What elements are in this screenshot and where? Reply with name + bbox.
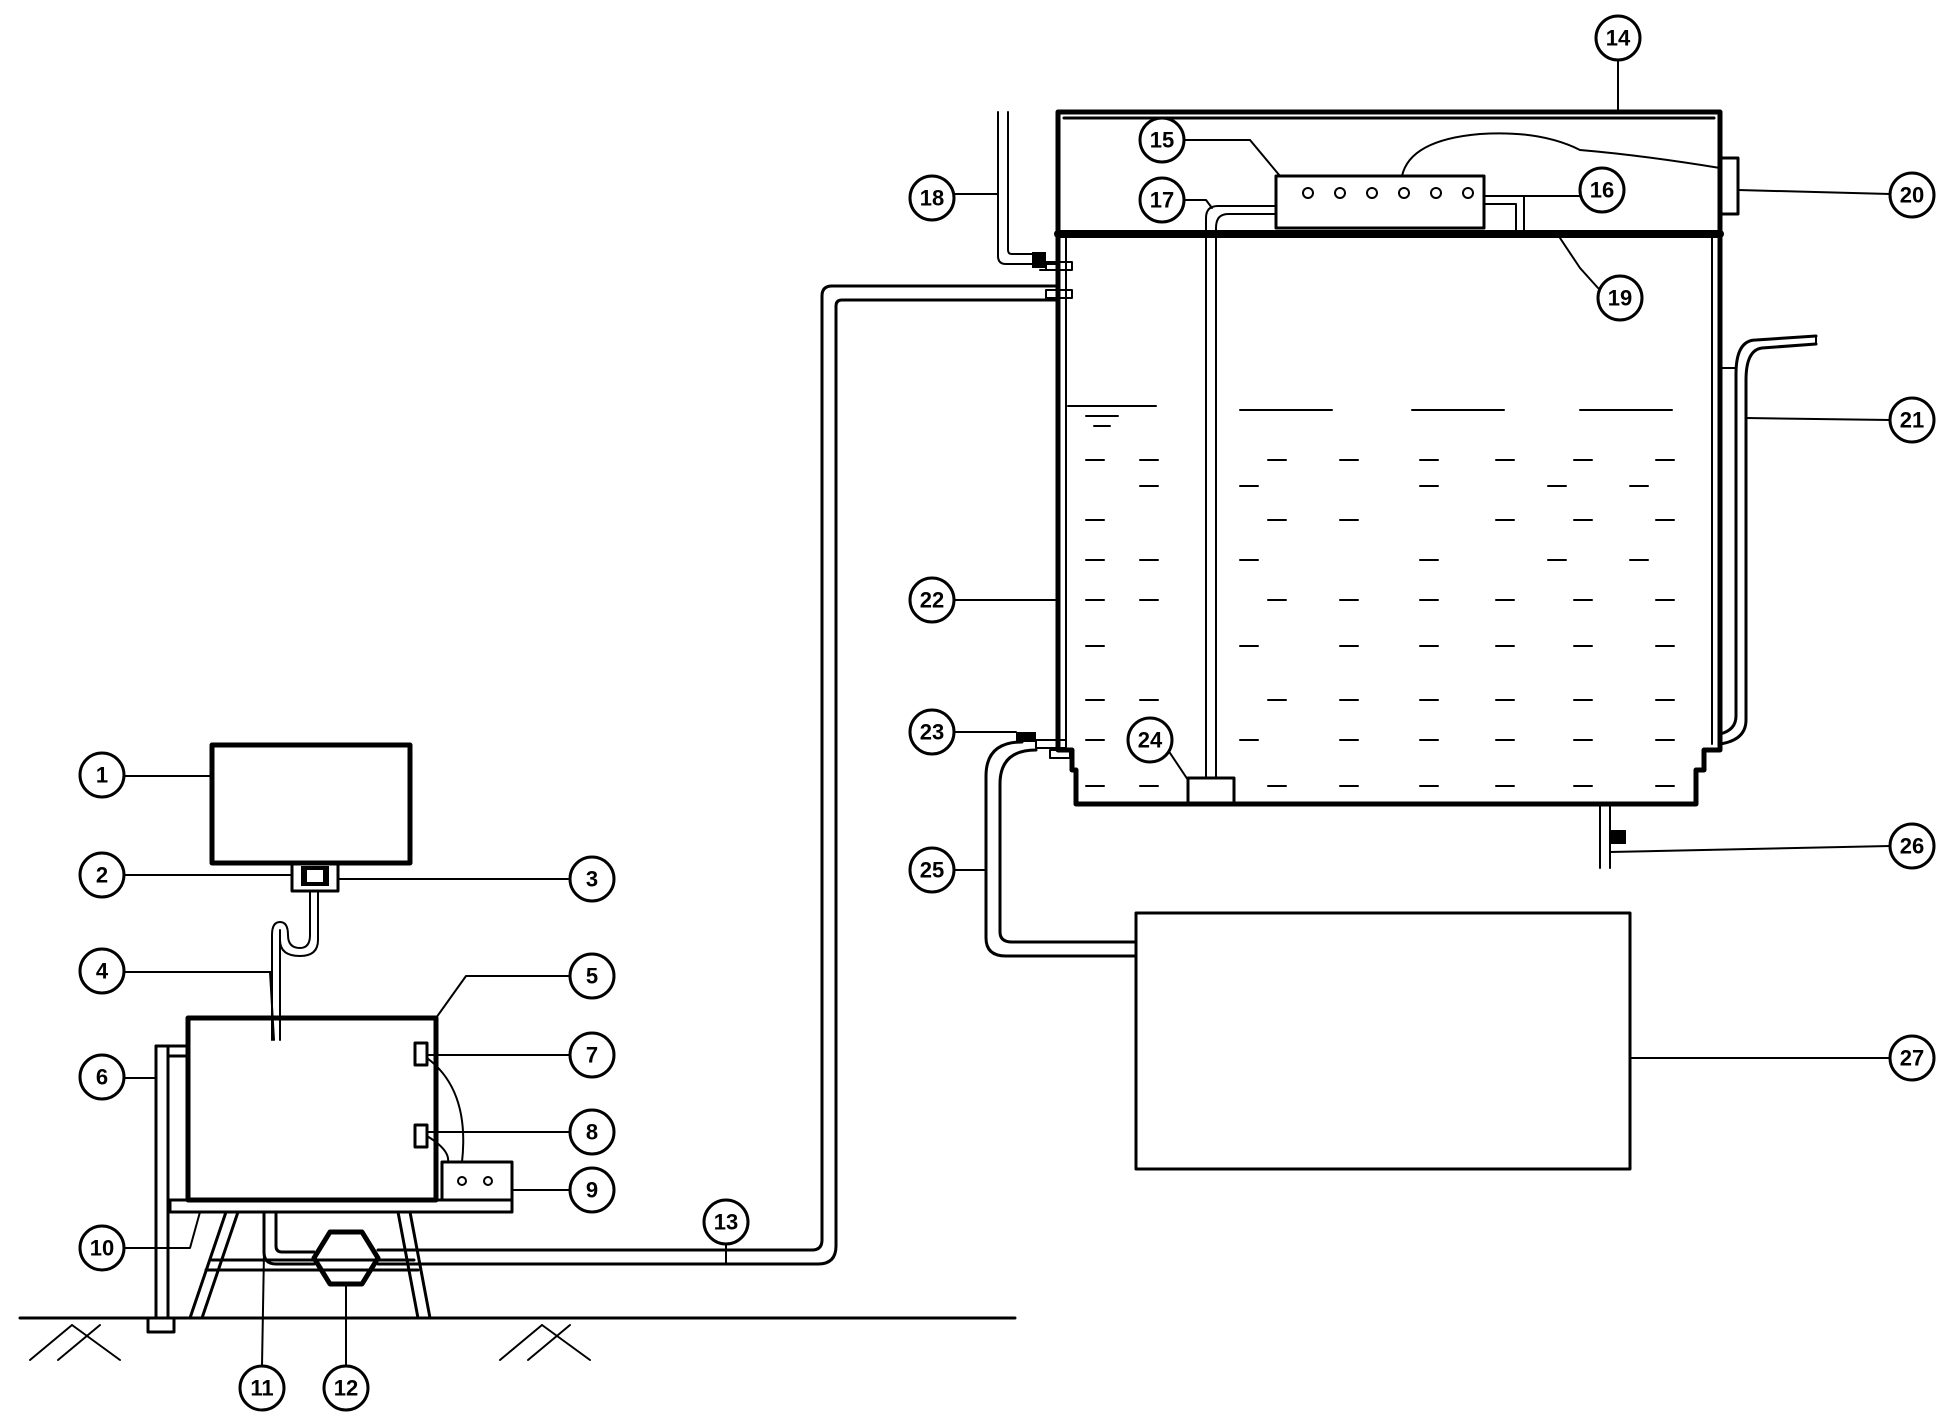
- lid-side-fitting: [1718, 156, 1740, 216]
- callout-1: 1: [78, 751, 126, 799]
- callout-11: 11: [238, 1364, 286, 1412]
- callout-4: 4: [78, 947, 126, 995]
- callout-label: 23: [920, 720, 944, 745]
- sensor-wire: [426, 1057, 465, 1163]
- callout-label: 7: [586, 1043, 598, 1068]
- callout-label: 24: [1138, 728, 1163, 753]
- callout-label: 10: [90, 1236, 114, 1261]
- control-box: [440, 1160, 514, 1202]
- stand: [168, 1198, 514, 1320]
- callout-14: 14: [1594, 14, 1642, 62]
- callout-label: 2: [96, 863, 108, 888]
- callout-16: 16: [1578, 166, 1626, 214]
- callout-21: 21: [1888, 396, 1936, 444]
- collection-box: [1134, 911, 1632, 1171]
- callout-9: 9: [568, 1166, 616, 1214]
- callout-17: 17: [1138, 176, 1186, 224]
- callout-6: 6: [78, 1053, 126, 1101]
- callout-5: 5: [568, 952, 616, 1000]
- callout-20: 20: [1888, 171, 1936, 219]
- support-rod: [146, 1044, 190, 1334]
- callout-label: 14: [1606, 26, 1631, 51]
- heater-wire: [1401, 132, 1721, 177]
- lower-valve: [1016, 732, 1071, 759]
- callout-15: 15: [1138, 116, 1186, 164]
- filter-foot: [1186, 776, 1236, 806]
- callout-label: 22: [920, 588, 944, 613]
- callout-label: 4: [96, 959, 109, 984]
- callout-label: 6: [96, 1065, 108, 1090]
- top-box: [209, 742, 413, 866]
- callout-label: 9: [586, 1178, 598, 1203]
- callout-8: 8: [568, 1108, 616, 1156]
- flexible-tube: [271, 890, 319, 1041]
- callout-label: 20: [1900, 183, 1924, 208]
- callout-22: 22: [908, 576, 956, 624]
- overflow-tube: [1718, 334, 1818, 746]
- delivery-pipe: [376, 284, 1060, 1266]
- callout-19: 19: [1596, 274, 1644, 322]
- water-dashes: [1085, 459, 1675, 787]
- callout-label: 13: [714, 1210, 738, 1235]
- callout-label: 8: [586, 1120, 598, 1145]
- callout-12: 12: [322, 1364, 370, 1412]
- coupling-block: [290, 861, 340, 893]
- callout-label: 19: [1608, 286, 1632, 311]
- callout-25: 25: [908, 846, 956, 894]
- callout-label: 11: [250, 1376, 273, 1401]
- callout-label: 27: [1900, 1046, 1924, 1071]
- drain-valve: [1599, 803, 1626, 869]
- callout-label: 17: [1150, 188, 1174, 213]
- callout-7: 7: [568, 1031, 616, 1079]
- callout-10: 10: [78, 1224, 126, 1272]
- ground: [18, 1316, 1017, 1361]
- main-vessel: [185, 1015, 439, 1203]
- callout-label: 26: [1900, 834, 1924, 859]
- sensor-lower: [413, 1123, 429, 1149]
- callout-label: 18: [920, 186, 944, 211]
- callout-label: 5: [586, 964, 598, 989]
- vent-pipe: [997, 111, 1071, 271]
- callout-label: 25: [920, 858, 944, 883]
- pump: [311, 1229, 381, 1287]
- callout-13: 13: [702, 1198, 750, 1246]
- callout-label: 21: [1900, 408, 1924, 433]
- heater-block: [1274, 174, 1486, 230]
- return-pipe: [984, 740, 1138, 958]
- callout-23: 23: [908, 708, 956, 756]
- callout-26: 26: [1888, 822, 1936, 870]
- water-level-marker: [1067, 405, 1157, 427]
- callout-label: 16: [1590, 178, 1614, 203]
- callout-label: 15: [1150, 128, 1174, 153]
- callout-2: 2: [78, 851, 126, 899]
- callout-3: 3: [568, 855, 616, 903]
- callout-27: 27: [1888, 1034, 1936, 1082]
- leader-lines: [123, 59, 1891, 1367]
- sensor-upper: [413, 1041, 429, 1067]
- callout-label: 12: [334, 1376, 358, 1401]
- callout-24: 24: [1126, 716, 1174, 764]
- suction-tube: [1205, 205, 1277, 779]
- callout-18: 18: [908, 174, 956, 222]
- callout-label: 3: [586, 867, 598, 892]
- callout-label: 1: [96, 763, 108, 788]
- outlet-tube: [1483, 195, 1525, 235]
- pump-inlet-pipe: [262, 1210, 316, 1266]
